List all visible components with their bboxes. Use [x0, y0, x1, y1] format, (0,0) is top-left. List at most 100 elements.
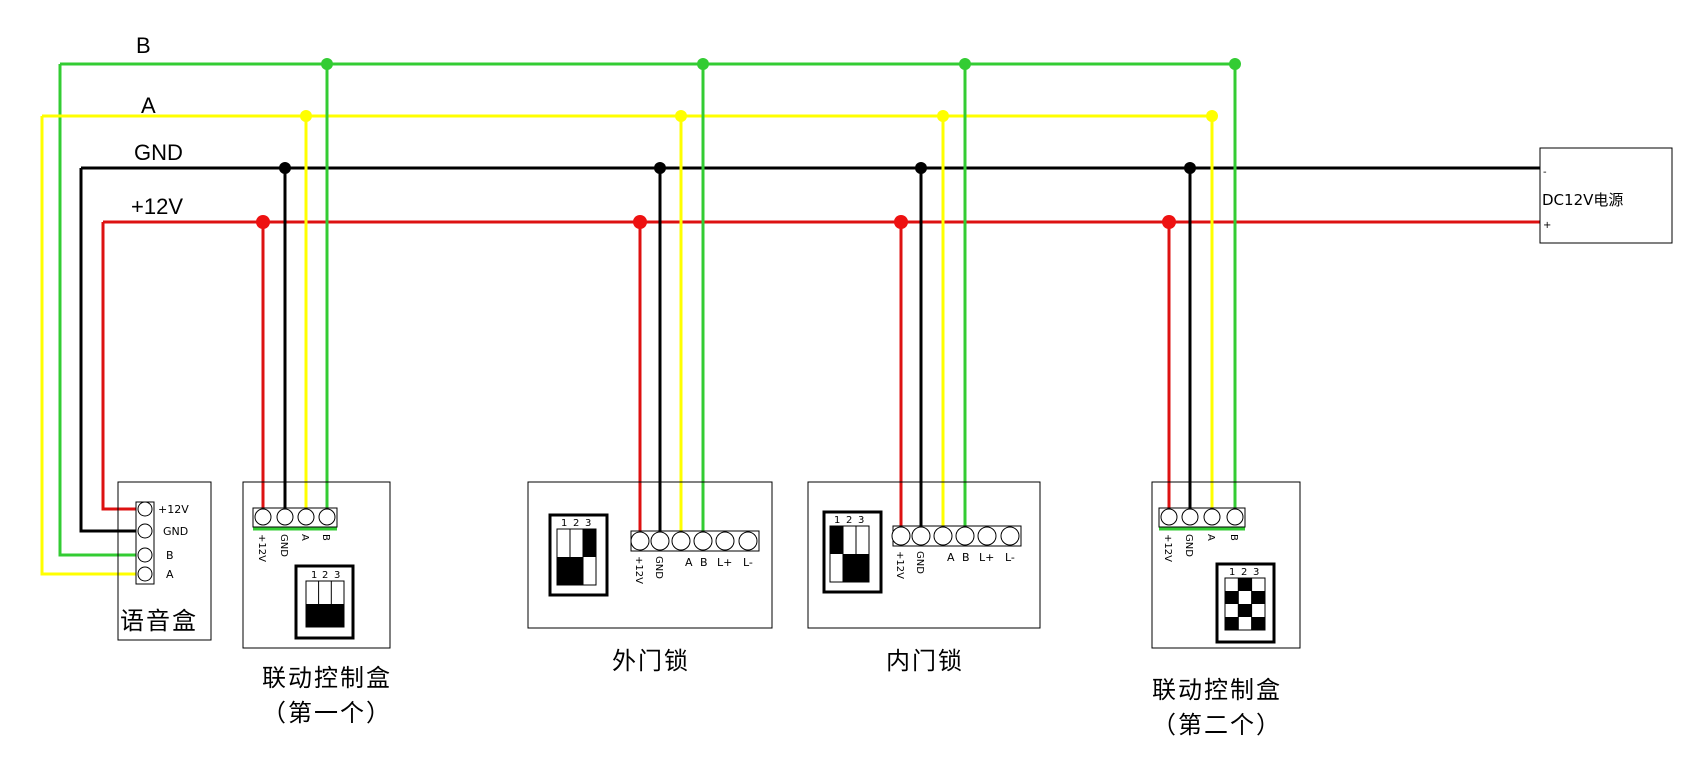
wire-b-to-voice-box — [58, 64, 145, 557]
voice-box-terminal-a — [137, 566, 153, 582]
linkage-box-2-dip-label-1: 1 — [1229, 567, 1235, 578]
bus-label-b: B — [136, 33, 151, 58]
bus-label-gnd: GND — [134, 140, 183, 165]
voice-box-terminal-label-12v: +12V — [158, 503, 189, 516]
linkage-box-2-dip-label-2: 2 — [1241, 567, 1247, 578]
linkage-box-1-terminal-label-a: A — [299, 534, 310, 541]
linkage-box-2-frame — [1151, 481, 1301, 649]
linkage-box-1-terminal-label-12v: +12V — [256, 534, 267, 562]
linkage-box-2-terminal-gnd — [1181, 508, 1199, 526]
bus-wires — [40, 62, 1540, 576]
voice-box-label: 语音盒 — [120, 607, 198, 635]
junction-gnd-3 — [915, 162, 927, 174]
inner-lock-label: 内门锁 — [886, 647, 964, 675]
wire-gnd-to-voice-box — [79, 168, 145, 533]
linkage-box-2-sublabel: （第二个） — [1152, 711, 1282, 739]
linkage-box-1-terminal-a — [297, 508, 315, 526]
outer-lock-terminal-lplus — [715, 531, 735, 551]
linkage-box-1-dip-switch: 1 2 3 — [294, 564, 355, 640]
power-supply: - DC12V电源 + — [1539, 147, 1673, 244]
inner-lock-terminal-a — [933, 526, 953, 546]
linkage-box-2-label: 联动控制盒 — [1152, 676, 1282, 704]
junction-12v-3 — [894, 215, 908, 229]
linkage-box-2-terminal-b — [1226, 508, 1244, 526]
linkage-box-1-terminal-b — [318, 508, 336, 526]
junction-12v-1 — [256, 215, 270, 229]
outer-lock-dip-switch: 1 2 3 — [548, 513, 609, 597]
voice-box: +12V GND B A 语音盒 — [117, 481, 212, 641]
linkage-box-2-terminal-12v — [1160, 508, 1178, 526]
inner-lock-terminal-label-gnd: GND — [914, 551, 925, 574]
outer-lock-terminal-b — [693, 531, 713, 551]
junction-gnd-4 — [1184, 162, 1196, 174]
power-supply-label: DC12V电源 — [1542, 191, 1623, 209]
junction-12v-4 — [1162, 215, 1176, 229]
junction-a-3 — [937, 110, 949, 122]
linkage-box-1-terminal-label-gnd: GND — [278, 534, 289, 557]
junction-a-2 — [675, 110, 687, 122]
outer-lock-dip-label-3: 3 — [585, 518, 591, 529]
outer-lock-terminal-label-lminus: L- — [743, 556, 753, 569]
linkage-box-2-terminal-label-12v: +12V — [1162, 534, 1173, 562]
outer-lock-terminal-12v — [630, 531, 650, 551]
voice-box-terminal-label-gnd: GND — [163, 525, 188, 538]
outer-lock-label: 外门锁 — [612, 647, 690, 675]
outer-lock-terminal-gnd — [650, 531, 670, 551]
linkage-box-2-terminal-a — [1203, 508, 1221, 526]
inner-lock-terminal-label-lminus: L- — [1005, 551, 1015, 564]
voice-box-terminal-label-b: B — [166, 549, 174, 562]
outer-lock-terminal-label-gnd: GND — [653, 556, 664, 579]
outer-lock-dip-label-2: 2 — [573, 518, 579, 529]
junction-12v-2 — [633, 215, 647, 229]
inner-lock-terminal-12v — [891, 526, 911, 546]
junction-b-3 — [959, 58, 971, 70]
inner-lock-dip-label-2: 2 — [846, 515, 852, 526]
junction-dots — [256, 58, 1241, 229]
linkage-box-1-terminal-12v — [254, 508, 272, 526]
bus-label-a: A — [141, 93, 156, 118]
linkage-box-2: +12V GND A B 1 2 3 联动控制盒 （第二个） — [1151, 481, 1301, 739]
inner-lock-terminal-label-a: A — [947, 551, 955, 564]
linkage-box-1-sublabel: （第一个） — [262, 699, 392, 727]
linkage-box-1-label: 联动控制盒 — [262, 664, 392, 692]
linkage-box-1-dip-label-3: 3 — [334, 570, 340, 581]
inner-lock-terminal-label-b: B — [962, 551, 970, 564]
inner-lock-frame — [807, 481, 1041, 629]
junction-a-4 — [1206, 110, 1218, 122]
wire-a-to-voice-box — [40, 116, 145, 576]
linkage-box-2-terminal-strip — [1158, 507, 1246, 528]
inner-lock-dip-switch: 1 2 3 — [822, 510, 883, 594]
wire-12v-to-voice-box — [101, 222, 145, 511]
junction-gnd-2 — [654, 162, 666, 174]
voice-box-terminal-b — [137, 547, 153, 563]
voice-box-terminal-12v — [137, 501, 153, 517]
outer-lock-terminal-label-lplus: L+ — [717, 556, 732, 569]
linkage-box-2-terminal-label-b: B — [1228, 534, 1239, 541]
inner-lock: +12V GND A B L+ L- 1 2 3 内门锁 — [807, 481, 1041, 675]
inner-lock-terminal-label-lplus: L+ — [979, 551, 994, 564]
outer-lock: +12V GND A B L+ L- 1 2 3 外门锁 — [527, 481, 773, 675]
junction-a-1 — [300, 110, 312, 122]
power-supply-plus: + — [1543, 220, 1551, 231]
junction-b-4 — [1229, 58, 1241, 70]
voice-box-frame — [117, 481, 212, 641]
linkage-box-1-terminal-strip — [252, 507, 338, 528]
linkage-box-2-terminal-label-gnd: GND — [1183, 534, 1194, 557]
outer-lock-terminal-label-a: A — [685, 556, 693, 569]
inner-lock-terminal-gnd — [911, 526, 931, 546]
outer-lock-terminal-a — [671, 531, 691, 551]
voice-box-terminal-label-a: A — [166, 568, 174, 581]
drop-wires — [261, 64, 1237, 536]
linkage-box-1-dip-label-1: 1 — [311, 570, 317, 581]
linkage-box-1: +12V GND A B 1 2 3 联动控制盒 （第一个） — [242, 481, 392, 727]
junction-gnd-1 — [279, 162, 291, 174]
linkage-box-2-dip-label-3: 3 — [1253, 567, 1259, 578]
linkage-box-1-terminal-gnd — [276, 508, 294, 526]
inner-lock-terminal-lplus — [977, 526, 997, 546]
linkage-box-2-dip-switch: 1 2 3 — [1215, 562, 1276, 644]
linkage-box-1-dip-label-2: 2 — [322, 570, 328, 581]
junction-b-2 — [697, 58, 709, 70]
outer-lock-terminal-lminus — [738, 531, 758, 551]
outer-lock-frame — [527, 481, 773, 629]
